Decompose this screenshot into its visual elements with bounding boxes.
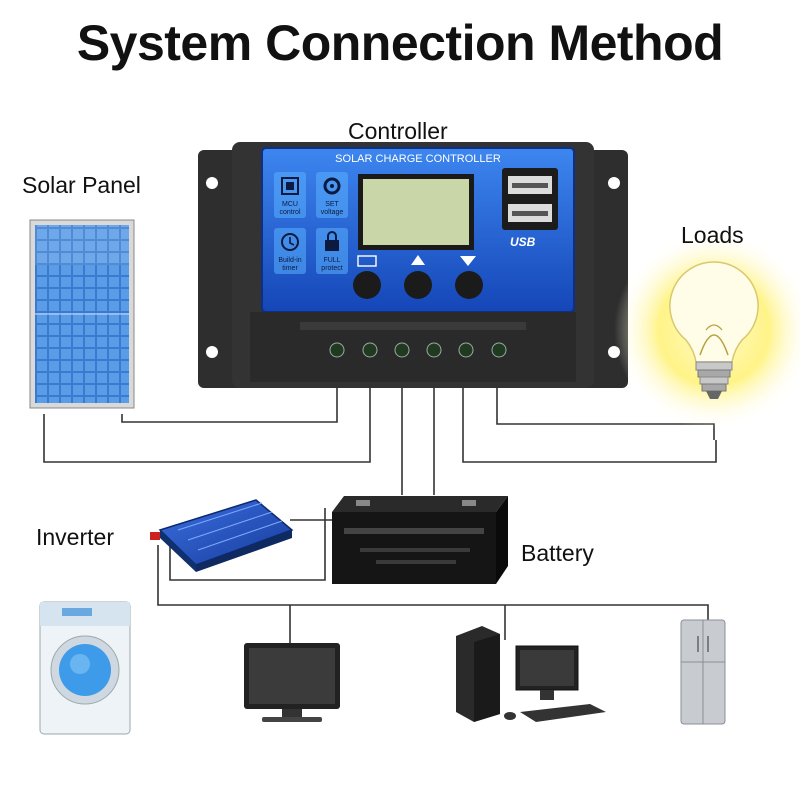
controller-button-up — [404, 271, 432, 299]
terminal-screws — [329, 342, 507, 358]
lock-icon — [325, 240, 339, 251]
feature-2-line2: voltage — [321, 209, 344, 216]
feature-3-line1: Build-in — [278, 257, 301, 264]
feature-1-line1: MCU — [282, 201, 298, 208]
controller-label: Controller — [348, 118, 448, 144]
feature-2-line1: SET — [325, 201, 339, 208]
feature-3-line2: timer — [282, 265, 298, 272]
controller-header-text: SOLAR CHARGE CONTROLLER — [335, 153, 501, 165]
controller-button-menu — [353, 271, 381, 299]
clock-icon — [281, 233, 299, 251]
controller-button-down — [455, 271, 483, 299]
battery-icon — [332, 496, 508, 584]
desktop-computer-icon — [456, 626, 606, 722]
charge-controller — [198, 142, 628, 388]
monitor-icon — [244, 643, 340, 722]
solar-panel-label: Solar Panel — [22, 172, 141, 198]
loads-label: Loads — [681, 222, 744, 248]
solar-panel — [29, 219, 135, 409]
load-wire-2 — [462, 352, 717, 463]
refrigerator-icon — [680, 619, 726, 725]
solar-wire-positive — [43, 352, 371, 463]
inverter-label: Inverter — [36, 524, 114, 550]
feature-1-line2: control — [279, 209, 300, 216]
feature-4-line1: FULL — [323, 257, 340, 264]
appliance-bus — [157, 545, 709, 620]
chip-icon — [281, 177, 299, 195]
inverter-battery-wire-2 — [169, 508, 326, 581]
inverter-icon — [150, 499, 294, 572]
usb-text: USB — [510, 235, 536, 249]
light-bulb-icon — [614, 230, 800, 430]
washing-machine-icon — [39, 601, 131, 735]
feature-4-line2: protect — [321, 265, 342, 272]
gear-icon — [323, 177, 341, 195]
battery-label: Battery — [521, 540, 594, 566]
page-title: System Connection Method — [76, 15, 724, 71]
